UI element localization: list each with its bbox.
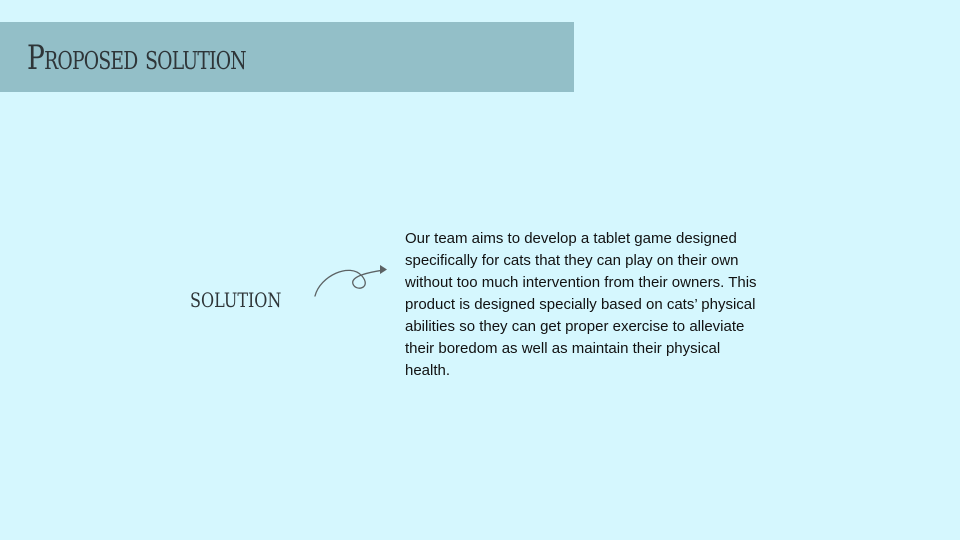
curly-arrow-icon (314, 265, 387, 297)
solution-description: Our team aims to develop a tablet game d… (405, 230, 757, 379)
title-bar (0, 22, 574, 92)
slide-title: Proposed solution (27, 38, 247, 78)
solution-label: solution (190, 281, 282, 314)
